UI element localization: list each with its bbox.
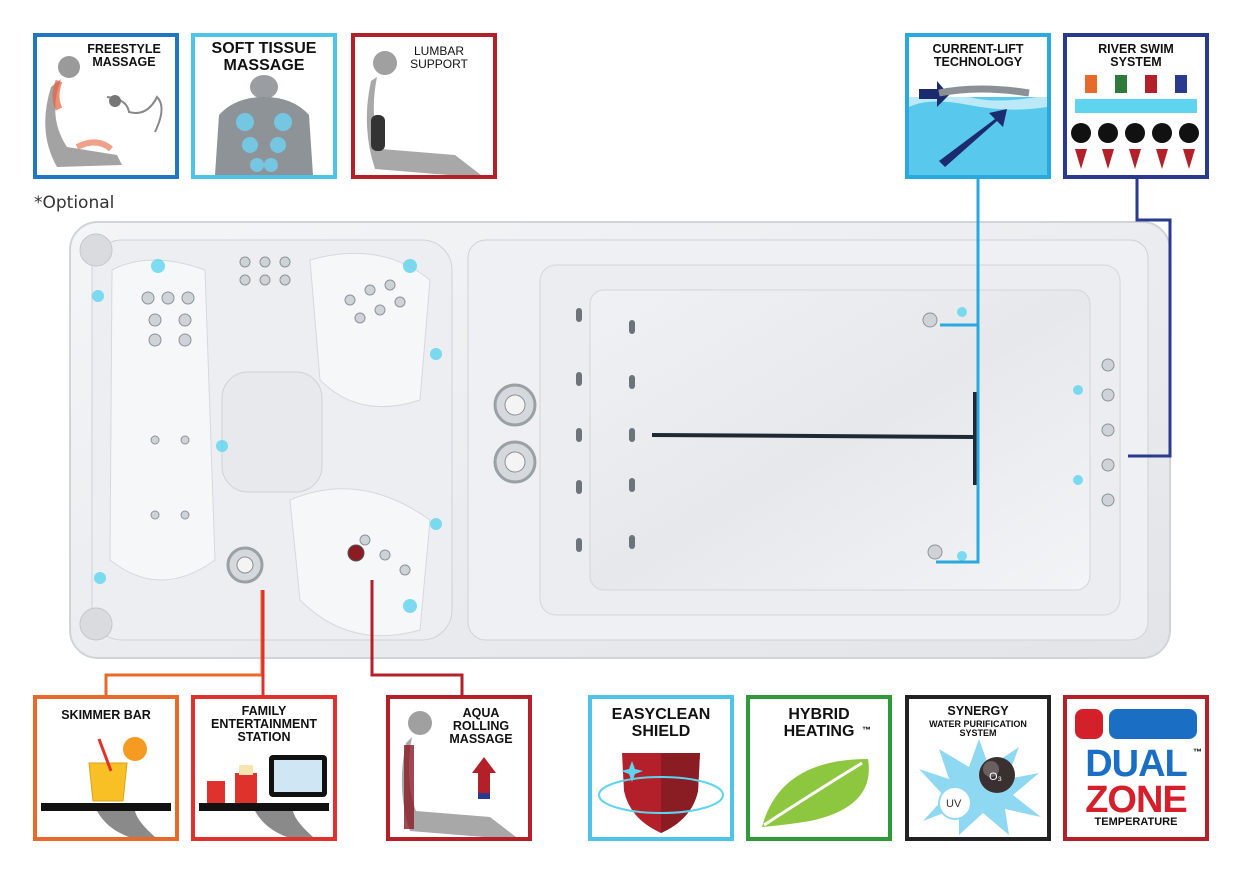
river-swim-icon — [1071, 75, 1199, 169]
uv-label: UV — [946, 798, 962, 810]
freestyle-massage-icon — [45, 56, 163, 167]
tile-current-lift: CURRENT-LIFT TECHNOLOGY — [905, 33, 1051, 179]
purification-splash-icon — [919, 739, 1041, 835]
tile-hybrid-heating: HYBRID HEATING ™ — [746, 695, 892, 841]
zone-word: ZONE — [1085, 779, 1188, 821]
dual-zone-bars-icon — [1075, 709, 1197, 739]
easyclean-label: EASYCLEAN SHIELD — [611, 706, 711, 740]
soft-tissue-label: SOFT TISSUE MASSAGE — [211, 40, 317, 74]
entertainment-icon — [199, 755, 329, 837]
synergy-title: SYNERGY — [947, 704, 1009, 718]
freestyle-label: FREESTYLE MASSAGE — [87, 42, 161, 70]
swim-bar — [651, 433, 976, 439]
skimmer-label: SKIMMER BAR — [61, 708, 151, 722]
spa-jets — [141, 256, 1115, 576]
tile-soft-tissue-massage: SOFT TISSUE MASSAGE — [191, 33, 337, 179]
tile-dual-zone: DUAL ™ ZONE TEMPERATURE — [1063, 695, 1209, 841]
shield-icon — [598, 753, 724, 833]
swim-wall-jets — [576, 308, 635, 552]
rolling-massage-icon — [401, 711, 516, 837]
tile-easyclean-shield: EASYCLEAN SHIELD — [588, 695, 734, 841]
spa-footwell — [221, 371, 323, 493]
synergy-subtitle: WATER PURIFICATION SYSTEM — [929, 719, 1027, 739]
dual-trademark: ™ — [1193, 747, 1202, 757]
tile-freestyle-massage: FREESTYLE MASSAGE — [33, 33, 179, 179]
lumbar-support-icon — [366, 51, 481, 175]
back-muscles-icon — [215, 75, 313, 175]
spa-seat-right — [309, 252, 431, 408]
jet-pumps — [226, 383, 537, 584]
skimmer-drink-icon — [41, 737, 171, 837]
tile-skimmer-bar: SKIMMER BAR — [33, 695, 179, 841]
hybrid-trademark: ™ — [862, 725, 871, 735]
swim-zone-floor — [589, 289, 1091, 591]
tile-river-swim: RIVER SWIM SYSTEM — [1063, 33, 1209, 179]
tile-synergy: SYNERGY WATER PURIFICATION SYSTEM O₃ UV — [905, 695, 1051, 841]
tile-family-entertainment: FAMILY ENTERTAINMENT STATION — [191, 695, 337, 841]
dual-word: DUAL — [1085, 743, 1188, 785]
family-label: FAMILY ENTERTAINMENT STATION — [210, 704, 317, 745]
tile-lumbar-support: LUMBAR SUPPORT — [351, 33, 497, 179]
spa-seat-left — [109, 259, 216, 581]
tile-aqua-rolling: AQUA ROLLING MASSAGE — [386, 695, 532, 841]
optional-note: *Optional — [34, 193, 115, 213]
aqua-label: AQUA ROLLING MASSAGE — [449, 706, 513, 747]
hybrid-label: HYBRID HEATING — [783, 706, 855, 740]
lumbar-label: LUMBAR SUPPORT — [410, 44, 468, 71]
o3-label: O₃ — [989, 771, 1003, 783]
corner-pillow — [79, 607, 113, 641]
river-swim-label: RIVER SWIM SYSTEM — [1098, 42, 1174, 70]
corner-pillow — [79, 233, 113, 267]
leaf-icon — [762, 759, 869, 827]
current-lift-icon — [909, 81, 1047, 175]
current-lift-label: CURRENT-LIFT TECHNOLOGY — [932, 42, 1024, 70]
temperature-caption: TEMPERATURE — [1094, 816, 1178, 828]
